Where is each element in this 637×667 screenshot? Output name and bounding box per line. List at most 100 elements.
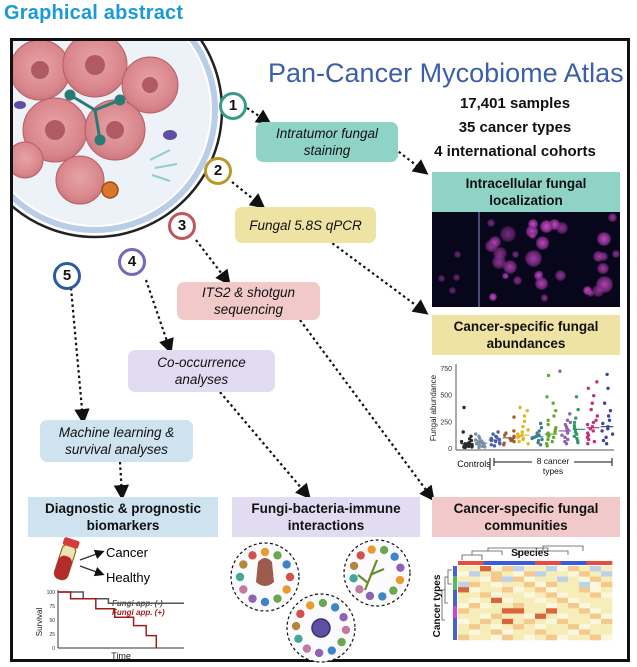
abundance-point — [489, 443, 494, 447]
fluorescent-cell — [540, 294, 549, 302]
abundance-point — [476, 439, 481, 444]
abundance-point — [520, 430, 524, 434]
immune-cell-icon — [311, 618, 331, 638]
step-2-number: 2 — [213, 162, 223, 179]
heatmap-cell — [535, 613, 547, 620]
heatmap-title: Species — [511, 548, 549, 559]
fluorescent-cell — [438, 274, 446, 282]
heatmap-cell — [535, 624, 547, 630]
heatmap-cell — [601, 634, 613, 641]
arrow-qpcr-to-abundance — [231, 181, 266, 209]
stat-cancer-types: 35 cancer types — [458, 119, 572, 136]
arrow-sequencing-to-communities-2 — [299, 319, 435, 502]
heatmap-cell — [590, 587, 602, 593]
microbe-cell — [389, 586, 398, 595]
heatmap-cell — [568, 603, 580, 609]
survival-y-tick: 50 — [49, 618, 55, 624]
abundance-point — [551, 401, 555, 405]
microbe-cell — [330, 603, 340, 612]
heatmap-cell — [568, 571, 580, 577]
abundance-point — [540, 437, 544, 442]
survival-y-tick: 25 — [49, 632, 55, 638]
heatmap-cell — [590, 576, 602, 583]
heatmap-cell — [524, 624, 536, 630]
heatmap-cell — [535, 629, 547, 636]
abundance-point — [512, 415, 516, 419]
abundance-point — [568, 420, 573, 425]
fluorescent-cell — [586, 289, 595, 297]
heatmap-cell — [579, 587, 591, 593]
heatmap-cell — [535, 576, 547, 583]
label-sequencing: ITS2 & shotgun sequencing — [177, 282, 320, 320]
label-intratumor-staining: Intratumor fungal staining — [256, 122, 398, 162]
heatmap-cell — [513, 576, 525, 583]
heatmap-cell — [502, 597, 514, 604]
heatmap-cell — [480, 629, 492, 636]
heatmap-cell — [502, 592, 514, 599]
heatmap-cell — [535, 634, 547, 641]
heatmap-cell — [491, 571, 503, 577]
abundance-point — [591, 420, 596, 425]
abundance-point — [606, 386, 610, 390]
heatmap-dendrogram-top — [461, 545, 584, 560]
group-label-line-1: 8 cancer — [537, 456, 570, 466]
heatmap-cell — [601, 597, 613, 604]
heatmap-column-annotation — [586, 561, 613, 565]
fluorescent-cell — [556, 221, 568, 234]
heatmap-cell — [502, 618, 514, 625]
step-5-circle: 5 — [53, 262, 81, 290]
heatmap-cell — [480, 566, 492, 572]
fluorescent-cell — [533, 270, 543, 280]
abundance-point — [594, 418, 598, 422]
microbe-cell — [260, 547, 270, 557]
panel-head-biomarkers: Diagnostic & prognostic biomarkers — [28, 497, 218, 537]
panel-head-communities: Cancer-specific fungal communities — [432, 497, 620, 537]
heatmap-cell — [480, 587, 492, 593]
heatmap-cell — [557, 566, 569, 572]
abundance-point — [591, 429, 595, 433]
abundance-point — [546, 373, 551, 378]
heatmap-cell — [513, 566, 525, 572]
graphical-abstract-heading: Graphical abstract — [4, 2, 184, 24]
microbe-cell — [339, 612, 348, 622]
abundance-point — [492, 444, 497, 448]
heatmap-cell — [469, 608, 481, 614]
panel-head-abundance: Cancer-specific fungal abundances — [432, 315, 620, 355]
survival-series-2 — [58, 591, 158, 648]
abundance-point — [586, 431, 590, 435]
heatmap-cell — [535, 603, 547, 609]
heatmap-cell — [535, 571, 547, 577]
heatmap-cell — [579, 603, 591, 609]
microbe-cell — [365, 591, 375, 601]
heatmap-column-annotation — [560, 561, 587, 565]
heatmap-cell — [546, 624, 558, 630]
heatmap-cell — [524, 634, 536, 641]
heatmap-row-annotation — [453, 566, 457, 640]
fluorescent-cell — [612, 250, 620, 259]
heatmap-cell — [513, 597, 525, 604]
heatmap-cell — [546, 629, 558, 636]
abundance-point — [546, 437, 550, 442]
heatmap-cell — [502, 629, 514, 636]
fluorescent-cell — [500, 226, 516, 242]
heatmap-cell — [491, 613, 503, 620]
heatmap-column-annotation — [509, 561, 536, 565]
heatmap-cell — [480, 603, 492, 609]
heatmap-cell — [469, 576, 481, 583]
heatmap-cell — [601, 566, 613, 572]
survival-x-label: Time — [111, 651, 131, 661]
heatmap-cell — [469, 624, 481, 630]
heatmap-cell — [557, 587, 569, 593]
microbe-cell — [285, 572, 295, 582]
heatmap-cell — [513, 624, 525, 630]
arrow-sequencing-to-communities — [195, 239, 231, 286]
abundance-y-tick: 250 — [440, 419, 452, 426]
abundance-point — [600, 429, 604, 433]
petri-dish-ring — [13, 41, 218, 233]
heatmap-cell — [480, 571, 492, 577]
heatmap-cell — [568, 608, 580, 614]
fluorescent-cell — [596, 231, 611, 246]
arrow-to-cancer — [79, 549, 105, 561]
fluorescent-cell — [493, 246, 507, 261]
